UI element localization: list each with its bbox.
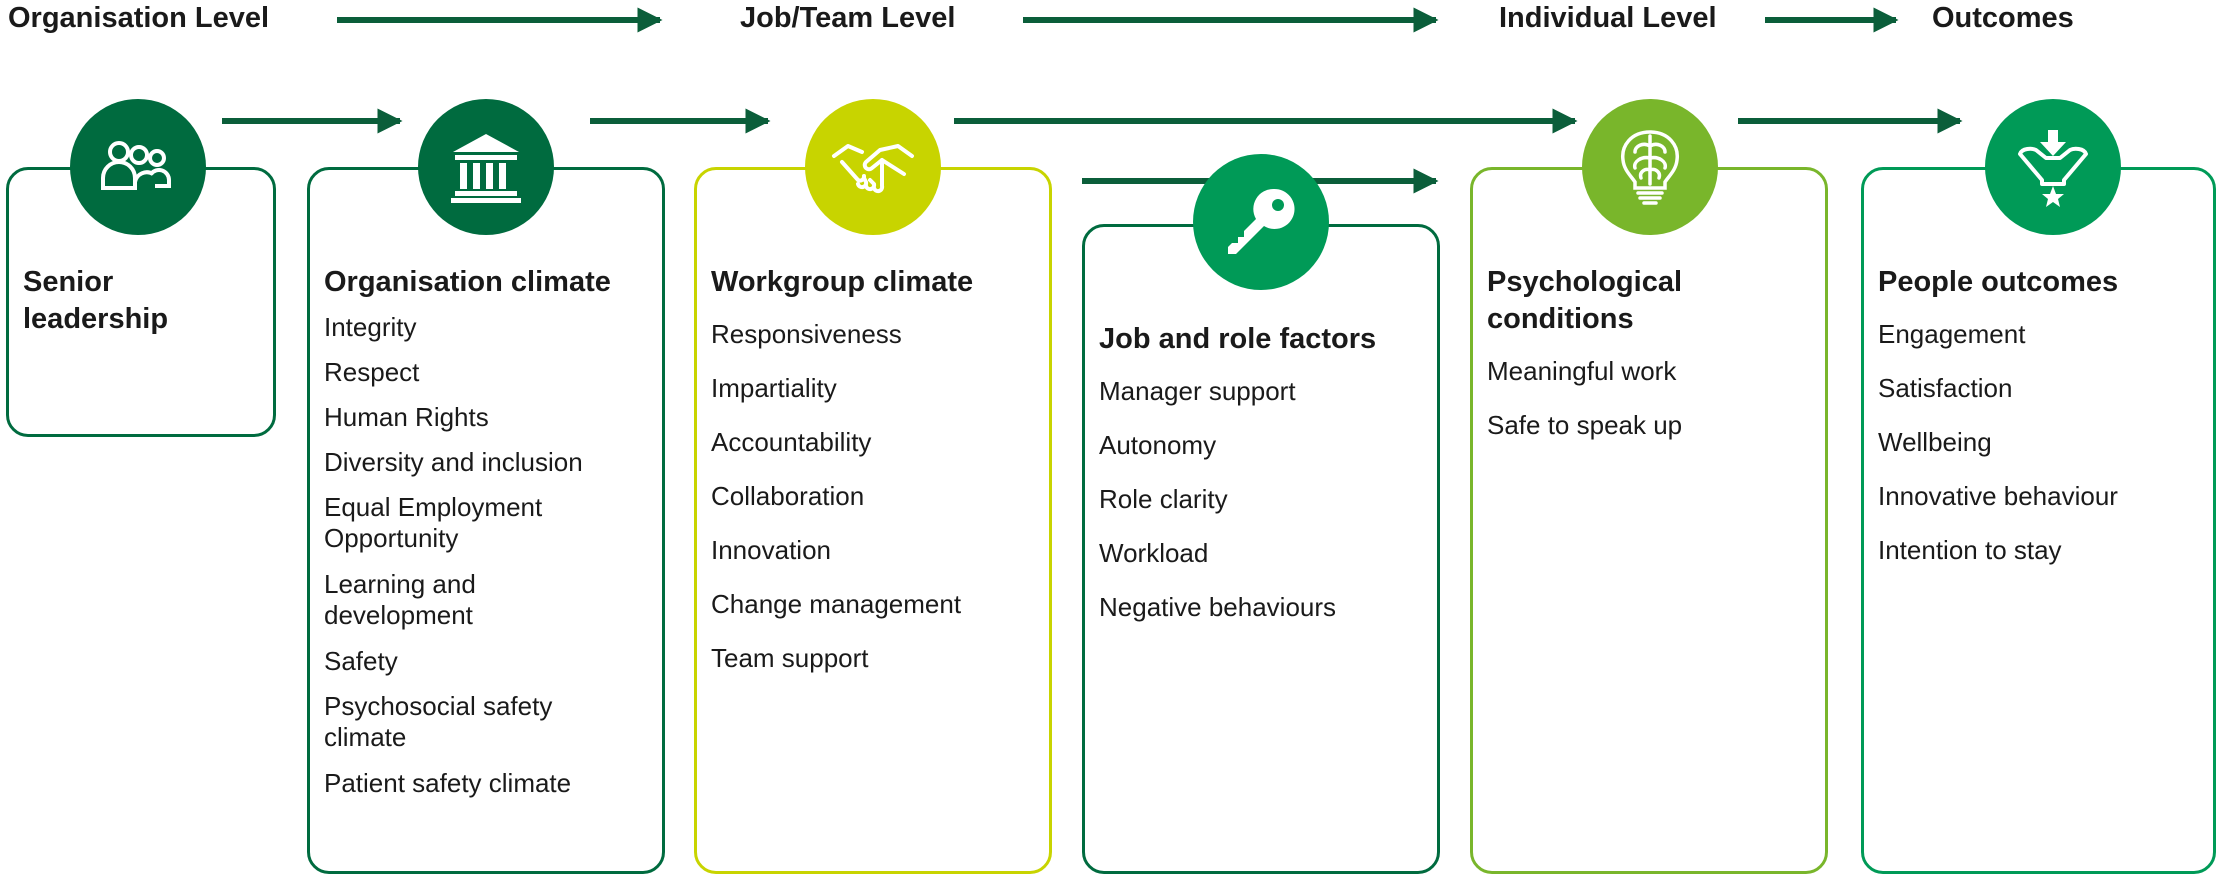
list-item: Responsiveness	[711, 319, 902, 349]
card-title: Senior leadership	[23, 266, 169, 335]
list-item: Equal Employment Opportunity	[324, 492, 543, 553]
card-title: Workgroup climate	[711, 266, 974, 298]
list-item: Innovative behaviour	[1878, 481, 2118, 511]
level-label-job-team: Job/Team Level	[740, 2, 956, 34]
card-item-list: Integrity Respect Human Rights Diversity…	[324, 312, 654, 813]
list-item: Safety	[324, 646, 398, 676]
list-item: Diversity and inclusion	[324, 447, 583, 477]
card-title: People outcomes	[1878, 266, 2119, 298]
list-item: Meaningful work	[1487, 356, 1677, 386]
list-item: Workload	[1099, 538, 1209, 568]
level-label-outcomes: Outcomes	[1932, 2, 2074, 34]
brain-bulb-icon	[1582, 99, 1718, 235]
list-item: Psychosocial safety climate	[324, 691, 553, 752]
list-item: Satisfaction	[1878, 373, 2013, 403]
list-item: Collaboration	[711, 481, 865, 511]
list-item: Team support	[711, 643, 869, 673]
list-item: Autonomy	[1099, 430, 1217, 460]
funnel-star-icon	[1985, 99, 2121, 235]
card-people-outcomes: People outcomes Engagement Satisfaction …	[1861, 167, 2216, 874]
card-item-list: Engagement Satisfaction Wellbeing Innova…	[1878, 319, 2205, 589]
card-item-list: Responsiveness Impartiality Accountabili…	[711, 319, 1041, 697]
list-item: Change management	[711, 589, 962, 619]
card-title: Organisation climate	[324, 266, 611, 298]
list-item: Engagement	[1878, 319, 2026, 349]
list-item: Role clarity	[1099, 484, 1228, 514]
people-group-icon	[70, 99, 206, 235]
institution-building-icon	[418, 99, 554, 235]
card-psychological-conditions: Psychological conditions Meaningful work…	[1470, 167, 1828, 874]
key-icon	[1193, 154, 1329, 290]
level-label-organisation: Organisation Level	[8, 2, 270, 34]
list-item: Impartiality	[711, 373, 837, 403]
level-label-individual: Individual Level	[1499, 2, 1717, 34]
card-job-role-factors: Job and role factors Manager support Aut…	[1082, 224, 1440, 874]
list-item: Respect	[324, 357, 420, 387]
card-organisation-climate: Organisation climate Integrity Respect H…	[307, 167, 665, 874]
card-title: Job and role factors	[1099, 323, 1377, 355]
card-item-list: Manager support Autonomy Role clarity Wo…	[1099, 376, 1429, 646]
card-title: Psychological conditions	[1487, 266, 1683, 335]
list-item: Integrity	[324, 312, 417, 342]
list-item: Human Rights	[324, 402, 489, 432]
list-item: Accountability	[711, 427, 872, 457]
list-item: Safe to speak up	[1487, 410, 1683, 440]
list-item: Manager support	[1099, 376, 1296, 406]
list-item: Innovation	[711, 535, 831, 565]
list-item: Learning and development	[324, 569, 476, 630]
handshake-icon	[805, 99, 941, 235]
card-item-list: Meaningful work Safe to speak up	[1487, 356, 1817, 464]
list-item: Patient safety climate	[324, 768, 572, 798]
card-workgroup-climate: Workgroup climate Responsiveness Imparti…	[694, 167, 1052, 874]
list-item: Negative behaviours	[1099, 592, 1337, 622]
list-item: Wellbeing	[1878, 427, 1992, 457]
list-item: Intention to stay	[1878, 535, 2062, 565]
